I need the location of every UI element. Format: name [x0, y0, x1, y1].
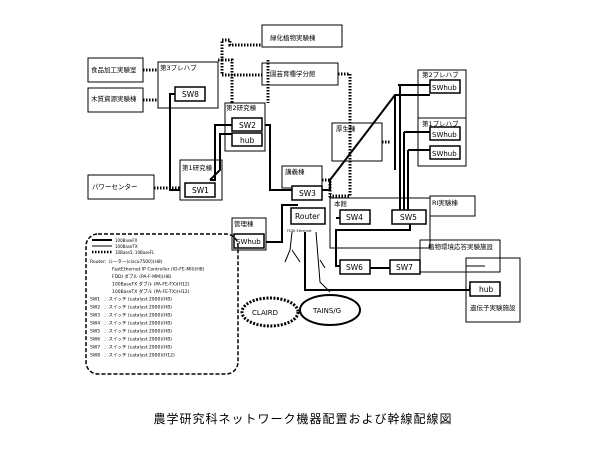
- legend-entry-text: 100BaseTX ダブル (PA-FE-TX)(H12): [112, 288, 190, 295]
- building-label: 遺伝子実験施設: [470, 303, 516, 312]
- legend-entry-key: Router: [90, 259, 105, 265]
- cloud-campus: CLAIRD: [240, 296, 300, 328]
- legend-entry-key: SW3: [90, 313, 100, 319]
- device-sw8[interactable]: SW8: [174, 86, 206, 102]
- legend-entry-text: ：スイッチ (catalyst 2900)(H8): [104, 345, 172, 351]
- device-hub-kenkyu2[interactable]: hub: [231, 132, 263, 147]
- svg-text:SWhub: SWhub: [432, 84, 457, 92]
- legend-entry-text: ：スイッチ (catalyst 2900)(H8): [104, 329, 172, 335]
- legend-entry-text: ：スイッチ (catalyst 2900)(H8): [104, 305, 172, 311]
- svg-text:hub: hub: [240, 136, 255, 145]
- legend-entry-key: SW8: [90, 353, 100, 359]
- tx-lines: [284, 231, 485, 293]
- svg-text:Router: Router: [295, 212, 321, 221]
- legend-entry-key: SW1: [90, 297, 100, 303]
- building-kogi: 講義棟: [281, 165, 323, 189]
- building-label: 厚生棟: [336, 124, 356, 133]
- device-swhub-prefab1a[interactable]: SWhub: [429, 126, 461, 141]
- device-swhub-prefab2[interactable]: SWhub: [429, 79, 461, 94]
- legend-entry-key: SW6: [90, 337, 100, 343]
- legend-entry-text: ：スイッチ (catalyst 2900)(H12): [104, 353, 175, 359]
- svg-text:SW4: SW4: [346, 213, 363, 222]
- svg-text:SW3: SW3: [299, 189, 316, 198]
- legend-entry-text: ：スイッチ (catalyst 2900)(H8): [104, 297, 172, 303]
- svg-text:SWhub: SWhub: [432, 131, 457, 139]
- device-hub-iden[interactable]: hub: [469, 281, 501, 297]
- device-sw5[interactable]: SW5: [391, 209, 427, 225]
- device-sw4[interactable]: SW4: [339, 209, 371, 225]
- building-shokuhin: 食品加工実験室: [87, 57, 144, 83]
- svg-text:hub: hub: [479, 285, 494, 294]
- legend-line-label: 100BaseTX: [115, 244, 138, 249]
- svg-text:SWhub: SWhub: [432, 150, 457, 158]
- building-label: 木質資源実験棟: [91, 94, 137, 103]
- building-prefab3: 第3プレハブ: [157, 61, 219, 109]
- building-kenkyu2: 第2研究棟: [224, 102, 266, 152]
- building-label: 植物環境応答実験施設: [428, 242, 494, 251]
- legend-entry-key: SW5: [90, 329, 100, 335]
- building-honkan: 本館: [329, 197, 431, 249]
- legend-entry-key: SW4: [90, 321, 100, 327]
- building-label: 第3プレハブ: [160, 63, 197, 72]
- svg-text:TAINS/G: TAINS/G: [312, 307, 341, 315]
- building-label: 講義棟: [285, 167, 305, 176]
- building-label: RI実験棟: [432, 198, 458, 207]
- device-router[interactable]: Router FDDI Ethernet: [287, 207, 326, 233]
- building-seibutsu: 植物環境応答実験施設: [419, 239, 501, 273]
- svg-text:SWhub: SWhub: [236, 238, 261, 246]
- legend-entries: Router：ルーター(cisco7500)(H8) FastEthernet I…: [90, 258, 205, 359]
- device-swhub-prefab1b[interactable]: SWhub: [429, 145, 461, 160]
- building-power: パワーセンター: [87, 174, 155, 200]
- device-sw6[interactable]: SW6: [339, 259, 371, 275]
- router-port-labels: FDDI Ethernet: [287, 229, 312, 233]
- building-label: 園芸育種学分館: [270, 69, 316, 78]
- building-shiryo: RI実験棟: [429, 195, 476, 217]
- legend-entry-text: ：スイッチ (catalyst 2900)(H8): [104, 313, 172, 319]
- building-label: 管理棟: [234, 219, 254, 228]
- svg-text:SW8: SW8: [182, 90, 199, 99]
- dotted-trunk-lines: [143, 38, 390, 198]
- legend-line-label: 10Base5, 10BaseFL: [115, 250, 155, 255]
- svg-text:CLAIRD: CLAIRD: [252, 309, 278, 317]
- building-sei-ryokuka: 緑化植物実験棟: [261, 24, 343, 48]
- legend-entry-text: 100BaseFX ダブル (PA-FE-FX)(H12): [112, 281, 190, 288]
- legend-entry-text: ：ルーター(cisco7500)(H8): [104, 258, 163, 265]
- device-sw1[interactable]: SW1: [184, 182, 216, 198]
- building-kosei: 厚生棟: [331, 122, 383, 162]
- device-swhub-kanri[interactable]: SWhub: [233, 233, 265, 249]
- legend-entry-key: SW2: [90, 305, 100, 311]
- building-label: 本館: [334, 199, 348, 208]
- legend-entry-text: ：スイッチ (catalyst 2900)(H8): [104, 321, 172, 327]
- building-mokuzai: 木質資源実験棟: [87, 87, 144, 113]
- device-sw7[interactable]: SW7: [389, 259, 421, 275]
- cloud-tains: TAINS/G: [299, 294, 361, 326]
- building-label: 第2研究棟: [226, 103, 257, 112]
- legend-entry-text: FDDI ダブル (PA-F-MM)(H8): [112, 273, 172, 280]
- building-label: 第2プレハブ: [422, 70, 459, 79]
- legend-entry-text: ：スイッチ (catalyst 2900)(H8): [104, 337, 172, 343]
- building-label: 食品加工実験室: [91, 65, 137, 74]
- svg-text:SW7: SW7: [396, 263, 413, 272]
- building-label: パワーセンター: [92, 182, 138, 191]
- building-kenkyu1: 第1研究棟: [179, 159, 223, 201]
- diagram-caption: 農学研究科ネットワーク機器配置および幹線配線図: [153, 412, 453, 426]
- legend-entry-key: SW7: [90, 345, 100, 351]
- device-sw2[interactable]: SW2: [231, 117, 263, 132]
- building-prefab1: 第1プレハブ: [417, 117, 467, 167]
- legend-entry-text: FastEthernet IP Controller (IO-FE-MII)(H…: [112, 267, 205, 273]
- legend-line-label: 100BaseFX: [115, 238, 138, 243]
- legend: 100BaseFX 100BaseTX 10Base5, 10BaseFL Ro…: [85, 233, 239, 375]
- building-label: 第1プレハブ: [422, 119, 459, 128]
- svg-text:SW6: SW6: [346, 263, 363, 272]
- building-label: 第1研究棟: [182, 163, 213, 172]
- building-ikushu: 園芸育種学分館: [261, 62, 339, 86]
- svg-text:SW1: SW1: [192, 186, 209, 195]
- svg-text:SW2: SW2: [239, 121, 256, 130]
- device-sw3[interactable]: SW3: [291, 185, 323, 201]
- svg-text:SW5: SW5: [400, 213, 417, 222]
- building-kanri: 管理棟: [231, 217, 267, 251]
- building-label: 緑化植物実験棟: [270, 33, 316, 42]
